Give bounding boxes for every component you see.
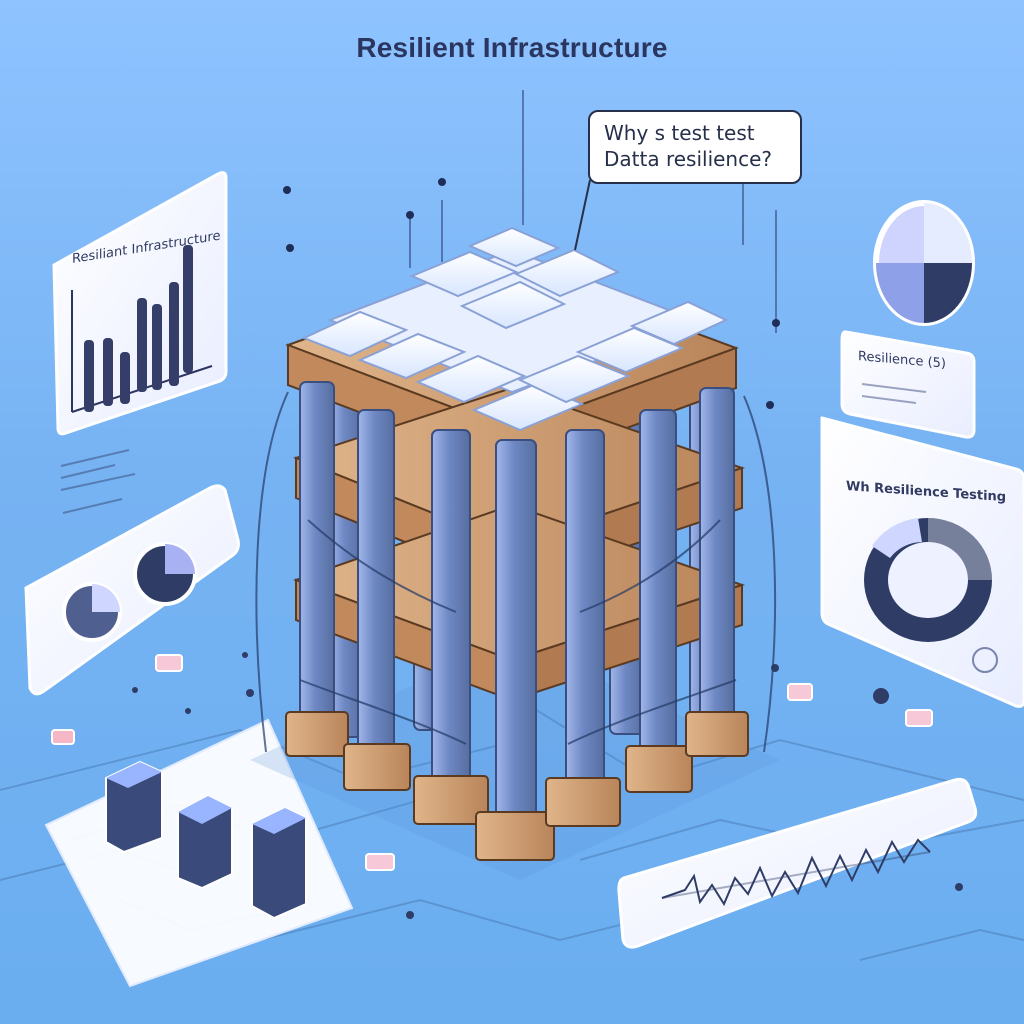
right-testing-card	[820, 416, 1024, 708]
bottom-right-wave-card	[617, 777, 978, 949]
ceiling-dots	[283, 178, 780, 409]
right-pie-icon	[873, 200, 975, 326]
tower-support-cables	[255, 391, 777, 753]
left-text-lines	[60, 449, 136, 514]
infrastructure-tower	[250, 226, 780, 880]
callout-pointer	[574, 179, 591, 251]
page-title: Resilient Infrastructure	[356, 32, 668, 63]
callout-line-1: Why s test test	[604, 121, 755, 145]
ceiling-lines	[409, 90, 777, 333]
callout-line-2: Datta resilience?	[604, 147, 773, 171]
right-info-card	[840, 330, 976, 439]
tower-top-blocks	[301, 226, 729, 432]
bottom-left-platform	[44, 718, 354, 988]
tower-front-pillars	[299, 381, 735, 851]
left-bar-chart-panel	[52, 171, 228, 436]
tower-base-crates	[285, 711, 749, 861]
callout-bubble: Why s test test Datta resilience?	[588, 110, 802, 184]
left-device-panel	[24, 484, 240, 696]
floor-accents	[51, 652, 963, 919]
